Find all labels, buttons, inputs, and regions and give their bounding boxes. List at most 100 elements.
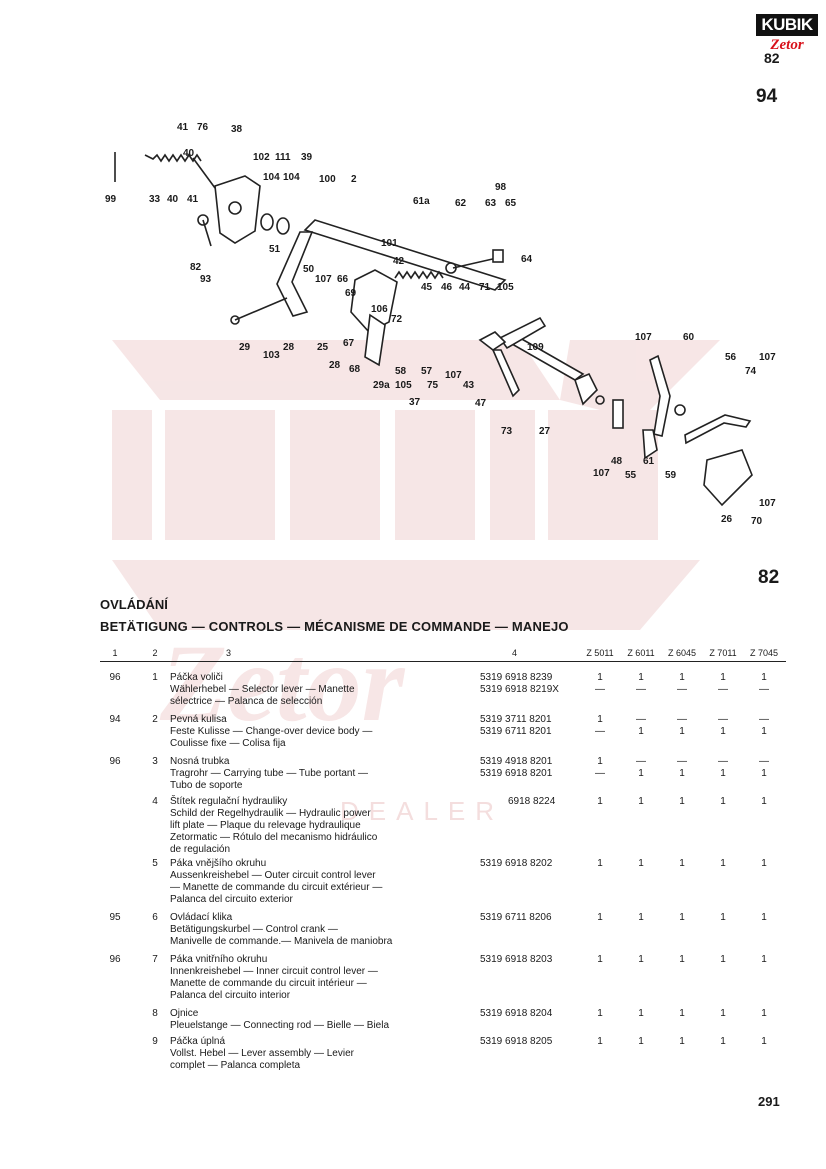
callout-label: 107: [759, 498, 776, 509]
cell-qty: 1: [720, 858, 726, 869]
cell-qty: 1: [638, 726, 644, 737]
cell-fig: 96: [109, 954, 121, 965]
callout-label: 73: [501, 426, 513, 437]
cell-partno: 6918 8224: [508, 796, 556, 807]
section-title-multilingual: BETÄTIGUNG — CONTROLS — MÉCANISME DE COM…: [100, 619, 569, 634]
callout-label: 41: [177, 122, 189, 133]
cell-desc: Tubo de soporte: [170, 780, 243, 791]
callout-label: 65: [505, 198, 517, 209]
cell-qty: 1: [720, 672, 726, 683]
callout-label: 41: [187, 194, 199, 205]
callout-label: 61a: [413, 196, 430, 207]
cell-desc: Páka vnitřního okruhu: [170, 954, 268, 965]
callout-label: 101: [381, 238, 398, 249]
callout-label: 75: [427, 380, 439, 391]
cell-partno: 5319 6711 8206: [480, 912, 552, 923]
cell-qty: 1: [638, 796, 644, 807]
cell-qty: 1: [638, 672, 644, 683]
cell-pos: 9: [152, 1036, 158, 1047]
callout-label: 47: [475, 398, 487, 409]
col-header-pos: 2: [152, 648, 158, 658]
cell-desc: Innenkreishebel — Inner circuit control …: [170, 966, 378, 977]
callout-label: 109: [527, 342, 544, 353]
cell-qty: 1: [761, 1008, 767, 1019]
cell-fig: 94: [109, 714, 121, 725]
col-header-z7011: Z 7011: [709, 648, 737, 658]
callout-label: 104: [263, 172, 280, 183]
cell-qty: 1: [761, 858, 767, 869]
cell-partno: 5319 6918 8204: [480, 1008, 553, 1019]
callout-label: 33: [149, 194, 161, 205]
cell-desc: Ojnice: [170, 1008, 199, 1019]
cell-qty: 1: [597, 912, 603, 923]
cell-qty: —: [677, 756, 687, 767]
cell-qty: 1: [761, 672, 767, 683]
callout-label: 111: [275, 152, 291, 163]
callout-label: 46: [441, 282, 453, 293]
callout-label: 102: [253, 152, 270, 163]
cell-qty: —: [677, 714, 687, 725]
cell-qty: —: [595, 684, 605, 695]
cell-qty: 1: [761, 912, 767, 923]
callout-label: 100: [319, 174, 336, 185]
cell-pos: 5: [152, 858, 158, 869]
cell-pos: 7: [152, 954, 158, 965]
callout-label: 99: [105, 194, 117, 205]
cell-partno: 5319 6711 8201: [480, 726, 552, 737]
cell-desc: Pleuelstange — Connecting rod — Bielle —…: [170, 1020, 390, 1031]
exploded-parts-diagram: 41 76 38 40 99 33 40 41 102 111 39 104 1…: [105, 122, 776, 527]
cell-qty: 1: [597, 858, 603, 869]
cell-partno: 5319 6918 8205: [480, 1036, 553, 1047]
callout-label: 107: [315, 274, 332, 285]
diagram-parts: [114, 152, 753, 507]
callout-label: 93: [200, 274, 212, 285]
callout-label: 59: [665, 470, 677, 481]
callout-label: 98: [495, 182, 507, 193]
cell-qty: 1: [679, 726, 685, 737]
callout-label: 105: [395, 380, 412, 391]
callout-label: 29a: [373, 380, 390, 391]
cell-qty: —: [636, 756, 646, 767]
col-header-z6045: Z 6045: [667, 648, 697, 658]
cell-qty: —: [636, 684, 646, 695]
callout-label: 48: [611, 456, 623, 467]
cell-qty: 1: [638, 858, 644, 869]
callout-label: 82: [190, 262, 202, 273]
cell-qty: 1: [720, 912, 726, 923]
cell-desc: lift plate — Plaque du relevage hydrauli…: [170, 820, 361, 831]
callout-label: 29: [239, 342, 251, 353]
callout-label: 63: [485, 198, 497, 209]
cell-qty: 1: [638, 912, 644, 923]
cell-desc: Coulisse fixe — Colisa fija: [170, 738, 286, 749]
callout-label: 43: [463, 380, 475, 391]
callout-label: 25: [317, 342, 329, 353]
cell-qty: 1: [679, 1036, 685, 1047]
cell-qty: —: [595, 768, 605, 779]
cell-desc: Nosná trubka: [170, 756, 230, 767]
callout-label: 105: [497, 282, 514, 293]
cell-qty: 1: [679, 912, 685, 923]
cell-desc: Štítek regulační hydrauliky: [170, 796, 288, 807]
cell-qty: 1: [761, 1036, 767, 1047]
callout-label: 42: [393, 256, 405, 267]
cell-fig: 95: [109, 912, 121, 923]
page-number-footer: 291: [758, 1094, 780, 1109]
cell-qty: 1: [597, 714, 603, 725]
callout-label: 106: [371, 304, 388, 315]
cell-qty: 1: [597, 1008, 603, 1019]
cell-qty: —: [718, 756, 728, 767]
callout-label: 37: [409, 397, 421, 408]
callout-label: 107: [759, 352, 776, 363]
callout-label: 28: [329, 360, 341, 371]
section-title-czech: OVLÁDÁNÍ: [100, 597, 168, 612]
cell-desc: Schild der Regelhydraulik — Hydraulic po…: [170, 808, 371, 819]
cell-desc: Vollst. Hebel — Lever assembly — Levier: [170, 1048, 354, 1059]
cell-qty: 1: [761, 768, 767, 779]
cell-qty: —: [636, 714, 646, 725]
cell-partno: 5319 6918 8201: [480, 768, 553, 779]
cell-desc: sélectrice — Palanca de selección: [170, 696, 323, 707]
callout-label: 76: [197, 122, 209, 133]
